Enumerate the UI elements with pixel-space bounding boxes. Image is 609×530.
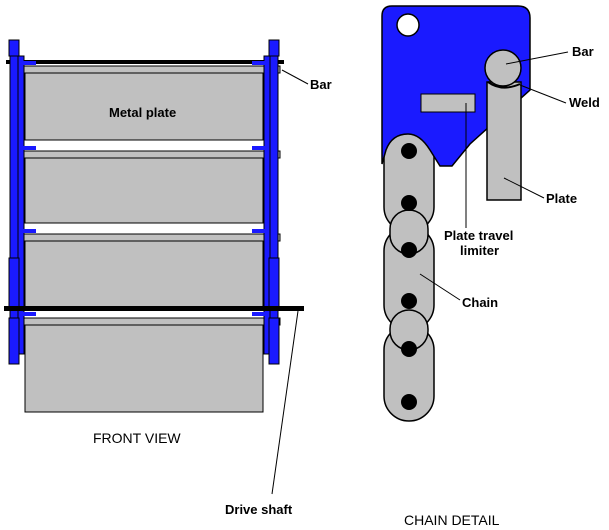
bar-4 xyxy=(9,317,281,326)
chain-label: Chain xyxy=(462,295,498,310)
chain-detail: Bar Weld Plate Plate travel limiter Chai… xyxy=(381,5,600,528)
bar-3 xyxy=(9,233,281,242)
blue-bracket xyxy=(381,5,531,167)
left-chain-link-3 xyxy=(8,317,20,365)
left-chain-link-1 xyxy=(8,39,20,57)
chain-pins xyxy=(401,143,417,410)
detail-bar xyxy=(484,49,522,87)
top-shaft xyxy=(6,60,284,64)
plate-clips xyxy=(22,61,266,316)
weld xyxy=(487,81,521,89)
chain-pin-3 xyxy=(401,242,417,258)
weld-label: Weld xyxy=(569,95,600,110)
front-view-caption: FRONT VIEW xyxy=(93,430,181,446)
plate-travel-limiter xyxy=(420,93,476,113)
bar-1 xyxy=(9,65,281,74)
mounting-hole xyxy=(396,13,420,37)
chain-pin-1 xyxy=(401,143,417,159)
plate-label: Plate xyxy=(546,191,577,206)
chain-pin-2 xyxy=(401,195,417,211)
chain-pin-4 xyxy=(401,293,417,309)
plate-leader-line xyxy=(503,177,545,199)
detail-bar-label: Bar xyxy=(572,44,594,59)
drive-shaft xyxy=(4,306,304,311)
limiter-label-line2: limiter xyxy=(460,243,499,258)
bar-leader-line xyxy=(281,69,309,85)
metal-plate-3 xyxy=(24,239,264,309)
left-chain-link-2 xyxy=(8,257,20,309)
detail-bar-leader-line xyxy=(505,51,569,65)
chain-pin-5 xyxy=(401,341,417,357)
right-chain-outer xyxy=(269,43,279,365)
chain-detail-caption: CHAIN DETAIL xyxy=(404,512,500,528)
front-bar-label: Bar xyxy=(310,77,332,92)
right-chain-inner xyxy=(263,55,271,355)
drive-shaft-leader-line xyxy=(271,310,299,495)
weld-leader-line xyxy=(519,84,567,104)
front-view: Metal plate Bar Drive shaft FRONT VIEW xyxy=(4,39,332,517)
limiter-label-line1: Plate travel xyxy=(444,228,513,243)
left-chain-inner xyxy=(17,55,25,355)
detail-plate xyxy=(486,81,522,201)
right-chain-link-2 xyxy=(268,257,280,309)
metal-plate-2 xyxy=(24,156,264,224)
metal-plate-label: Metal plate xyxy=(109,105,176,120)
bar-2 xyxy=(9,150,281,159)
right-chain-link-1 xyxy=(268,39,280,57)
metal-plate-1 xyxy=(24,71,264,141)
chain-pin-6 xyxy=(401,394,417,410)
chain-leader-line xyxy=(419,273,461,301)
left-chain-outer xyxy=(9,43,19,365)
right-chain-link-3 xyxy=(268,317,280,365)
drive-shaft-label: Drive shaft xyxy=(225,502,293,517)
metal-plate-4 xyxy=(24,323,264,413)
